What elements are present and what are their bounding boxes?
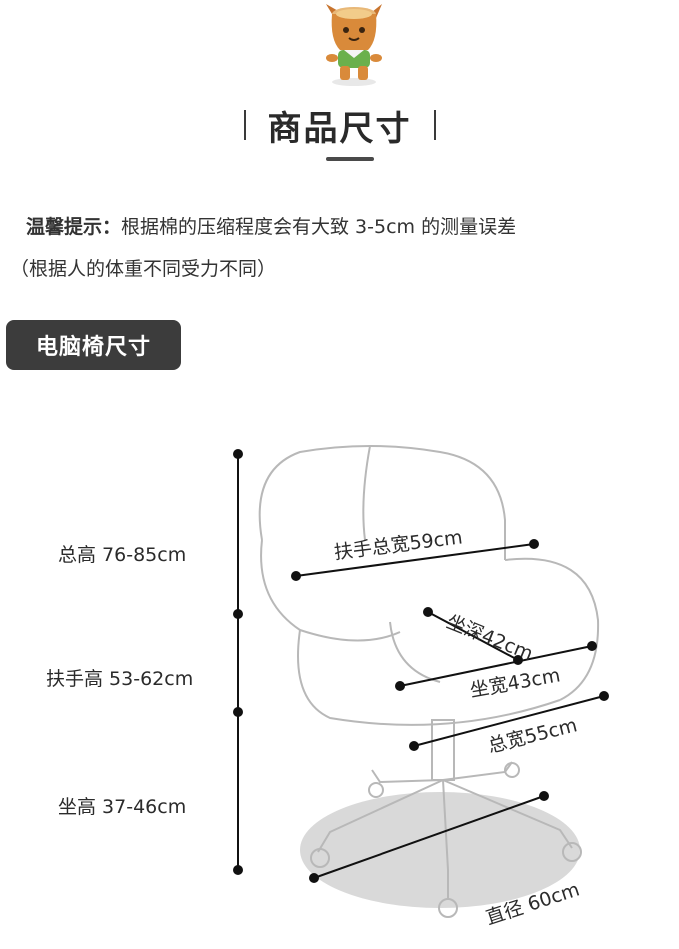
diameter-line	[313, 795, 545, 879]
armrest-width-line	[295, 543, 535, 577]
title-underline	[326, 157, 374, 161]
label-total-height: 总高 76-85cm	[58, 544, 187, 566]
diameter-dot-left	[309, 873, 319, 883]
tip-line: 温馨提示：根据棉的压缩程度会有大致 3-5cm 的测量误差	[26, 212, 676, 239]
seat-depth-line	[427, 611, 519, 661]
section-badge: 电脑椅尺寸	[6, 320, 181, 370]
armrest-width-dot-left	[291, 571, 301, 581]
title-divider-right	[433, 110, 436, 140]
tip-label: 温馨提示：	[26, 216, 122, 238]
seat-width-line	[399, 645, 593, 687]
height-dot-top	[233, 449, 243, 459]
total-width-dot-right	[599, 691, 609, 701]
tip-note: （根据人的体重不同受力不同）	[10, 258, 277, 280]
chair-outline	[258, 445, 600, 918]
height-dot-arm	[233, 609, 243, 619]
tip-text: 根据棉的压缩程度会有大致 3-5cm 的测量误差	[121, 216, 517, 238]
height-dot-bottom	[233, 865, 243, 875]
base-shadow	[300, 792, 580, 908]
diameter-dot-right	[539, 791, 549, 801]
tree-stump-mascot-icon	[326, 4, 382, 86]
total-width-line	[413, 695, 605, 747]
title-section: 商品尺寸	[0, 100, 679, 150]
total-width-dot-left	[409, 741, 419, 751]
chair-dimension-diagram	[233, 445, 609, 918]
seat-width-dot-right	[587, 641, 597, 651]
seat-depth-dot-back	[423, 607, 433, 617]
armrest-width-dot-right	[529, 539, 539, 549]
page-title: 商品尺寸	[267, 108, 412, 149]
title-divider-left	[243, 110, 246, 140]
label-armrest-height: 扶手高 53-62cm	[46, 668, 194, 690]
seat-width-dot-left	[395, 681, 405, 691]
label-seat-height: 坐高 37-46cm	[58, 796, 187, 818]
height-dot-seat	[233, 707, 243, 717]
